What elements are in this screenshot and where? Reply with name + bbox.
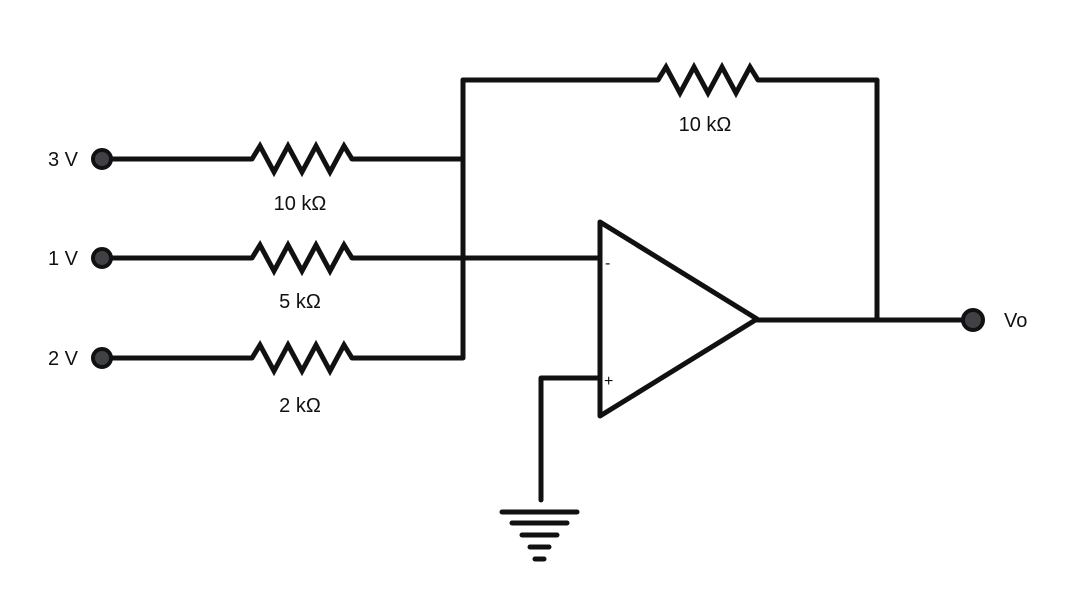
output-label: Vo (1004, 310, 1027, 332)
terminal-2v (91, 347, 113, 369)
input-branch-2v: 2 V 2 kΩ (48, 77, 466, 417)
ground-path (499, 375, 603, 562)
ground-symbol-icon (499, 509, 580, 562)
input-branch-1v: 1 V 5 kΩ (48, 239, 603, 313)
feedback-path: 10 kΩ (460, 61, 880, 323)
resistor-label-10k-feedback: 10 kΩ (679, 114, 732, 136)
resistor-label-5k: 5 kΩ (279, 291, 321, 313)
voltage-label-1v: 1 V (48, 248, 79, 270)
voltage-label-2v: 2 V (48, 348, 79, 370)
resistor-label-2k: 2 kΩ (279, 395, 321, 417)
wire-2v-to-junction (379, 77, 466, 361)
terminal-vo (961, 308, 985, 332)
wire-feedback-right (782, 77, 880, 323)
terminal-1v (91, 247, 113, 269)
resistor-10k-feedback (655, 61, 761, 99)
terminal-3v (91, 148, 113, 170)
op-amp-triangle (597, 219, 760, 419)
resistor-5k (249, 239, 355, 277)
resistor-label-10k-input: 10 kΩ (274, 193, 327, 215)
noninverting-input-sign: + (604, 373, 613, 390)
output-branch: Vo (754, 308, 1027, 332)
wire-noninverting-to-ground (538, 375, 603, 503)
input-branch-3v: 3 V 10 kΩ (48, 140, 466, 215)
inverting-input-sign: - (605, 255, 610, 272)
op-amp: - + (597, 219, 760, 419)
resistor-10k-input (249, 140, 355, 178)
voltage-label-3v: 3 V (48, 149, 79, 171)
resistor-2k (249, 339, 355, 377)
